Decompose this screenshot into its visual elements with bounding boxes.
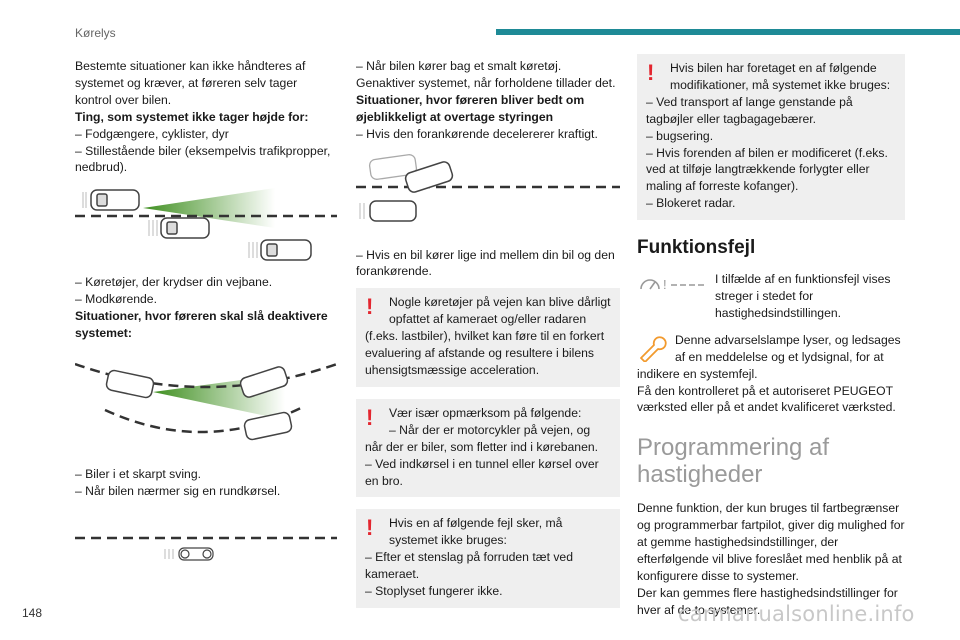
illustration-roundabout (75, 526, 337, 586)
heading-take-control: Situationer, hvor føreren bliver bedt om… (356, 92, 585, 124)
programming-text: Denne funktion, der kun bruges til fartb… (637, 501, 905, 583)
list-item: – Når bilen kører bag et smalt køretøj. (356, 59, 562, 73)
reactivate-text: Genaktiver systemet, når forholdene till… (356, 75, 616, 90)
section-title-programming: Programmering af hastigheder (637, 434, 830, 489)
list-item: – Biler i et skarpt sving. (75, 466, 201, 481)
svg-text:!: ! (663, 277, 667, 292)
list-item: – Hvis den forankørende decelererer kraf… (356, 126, 598, 141)
illustration-stationary-cars (75, 186, 337, 264)
note-box-modifications: ! Hvis bilen har foretaget en af følgend… (637, 54, 905, 221)
intro-text: Bestemte situationer kan ikke håndteres … (75, 59, 306, 107)
note-box-detection: ! Nogle køretøjer på vejen kan blive dår… (356, 288, 620, 387)
list-item: – Blokeret radar. (646, 196, 736, 211)
list-item: – bugsering. (646, 128, 714, 143)
list-item: – Hvis en bil kører lige ind mellem din … (356, 247, 615, 279)
illustration-decelerating-car (356, 151, 620, 237)
speed-dash-icon: ! (640, 277, 705, 292)
heading-not-detected: Ting, som systemet ikke tager højde for: (75, 109, 309, 124)
warning-icon: ! (366, 294, 374, 320)
programming-text-2: Der kan gemmes flere hastighedsindstilli… (637, 585, 898, 617)
wrench-icon (640, 336, 667, 362)
list-item: – Fodgængere, cyklister, dyr (75, 126, 229, 141)
column-2: – Når bilen kører bag et smalt køretøj. … (356, 58, 620, 620)
column-1: Bestemte situationer kan ikke håndteres … (74, 58, 338, 596)
list-item: – Stillestående biler (eksempelvis trafi… (75, 143, 331, 175)
column-3: ! Hvis bilen har foretaget en af følgend… (637, 54, 905, 619)
header-accent-bar (496, 29, 960, 35)
list-item: – Hvis forenden af bilen er modificeret … (646, 145, 888, 194)
header-title: Kørelys (75, 26, 116, 40)
section-title-faults: Funktionsfejl (637, 237, 756, 259)
illustration-sharp-curve (74, 356, 338, 456)
fault-display-row: ! I tilfælde af en funktionsfejl vises s… (637, 271, 905, 322)
watermark: carmanualsonline.info (678, 602, 915, 626)
list-item: – Ved transport af lange genstande på ta… (646, 94, 853, 126)
note-box-attention: ! Vær især opmærksom på følgende: – Når … (356, 398, 620, 498)
list-item: – Modkørende. (75, 292, 157, 307)
heading-deactivate: Situationer, hvor føreren skal slå deakt… (75, 309, 328, 341)
page-number: 148 (22, 606, 43, 620)
note-box-faults: ! Hvis en af følgende fejl sker, må syst… (356, 509, 620, 608)
warning-icon: ! (647, 60, 655, 85)
list-item: – Køretøjer, der krydser din vejbane. (75, 275, 273, 290)
warning-icon: ! (366, 515, 374, 541)
list-item: – Når bilen nærmer sig en rundkørsel. (75, 483, 281, 498)
warning-icon: ! (366, 404, 374, 430)
warning-lamp-row: Denne advarselslampe lyser, og ledsages … (637, 332, 901, 415)
